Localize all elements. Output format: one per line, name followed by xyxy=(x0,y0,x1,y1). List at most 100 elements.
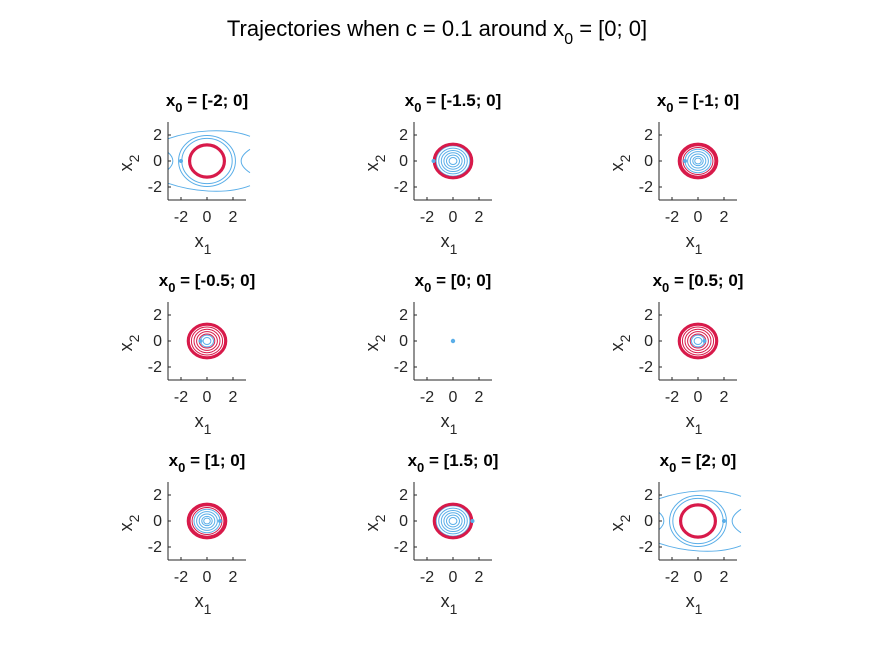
limit-cycle xyxy=(188,324,226,358)
y-tick-label: -2 xyxy=(639,359,653,376)
y-axis-label-subscript: 2 xyxy=(372,154,388,162)
y-axis-label-subscript: 2 xyxy=(617,334,633,342)
y-tick-label: 0 xyxy=(644,333,653,350)
y-tick-label: 2 xyxy=(644,127,653,144)
x-axis-label-subscript: 1 xyxy=(204,241,212,257)
inner-trajectory xyxy=(446,514,460,528)
y-axis-label-main: x xyxy=(607,162,627,171)
subplot-title-subscript: 0 xyxy=(417,460,424,475)
x-tick-label: -2 xyxy=(174,209,188,226)
subplot-title: x0 = [1.5; 0] xyxy=(408,451,499,475)
subplot-title-tail: = [0; 0] xyxy=(431,271,491,290)
y-axis-label-subscript: 2 xyxy=(372,334,388,342)
plot-area xyxy=(186,502,228,540)
figure-title-tail: = [0; 0] xyxy=(573,16,647,41)
subplot-title: x0 = [1; 0] xyxy=(169,451,246,475)
y-axis-label-subscript: 2 xyxy=(617,514,633,522)
y-axis-label-subscript: 2 xyxy=(372,514,388,522)
inner-trajectory xyxy=(446,154,460,168)
subplot-title: x0 = [2; 0] xyxy=(660,451,737,475)
x-tick-label: 2 xyxy=(229,569,238,586)
x-tick-label: 0 xyxy=(694,209,703,226)
inner-trajectory xyxy=(689,153,707,169)
y-tick-label: -2 xyxy=(148,359,162,376)
inner-trajectory xyxy=(687,151,709,171)
x-tick-label: 2 xyxy=(475,569,484,586)
y-tick-label: 0 xyxy=(153,153,162,170)
y-axis-label-main: x xyxy=(607,522,627,531)
inner-trajectory xyxy=(201,515,213,527)
subplot-title-subscript: 0 xyxy=(175,100,182,115)
converging-trajectory xyxy=(680,145,716,177)
inner-trajectory xyxy=(448,156,458,166)
subplot-title-tail: = [2; 0] xyxy=(676,451,736,470)
limit-cycle xyxy=(679,324,717,358)
limit-cycle xyxy=(188,504,226,538)
y-axis-label-subscript: 2 xyxy=(126,154,142,162)
limit-cycle xyxy=(189,144,225,178)
x-axis-label-subscript: 1 xyxy=(450,241,458,257)
outer-trajectory xyxy=(168,182,251,192)
y-tick-label: -2 xyxy=(639,179,653,196)
outer-trajectory xyxy=(659,511,665,531)
x-axis-label-subscript: 1 xyxy=(695,421,703,437)
y-axis-label: x2 xyxy=(362,154,388,171)
subplot-title-main: x xyxy=(169,451,179,470)
y-axis-label: x2 xyxy=(116,514,142,531)
inner-trajectory xyxy=(440,509,466,533)
figure-title-subscript: 0 xyxy=(564,31,573,48)
subplot-title-subscript: 0 xyxy=(662,280,669,295)
x-axis-label-main: x xyxy=(686,591,695,611)
subplot-title: x0 = [-1; 0] xyxy=(657,91,739,115)
outer-trajectory xyxy=(669,495,727,547)
x-axis-label-subscript: 1 xyxy=(204,421,212,437)
inner-trajectory xyxy=(203,517,211,525)
x-axis-label-main: x xyxy=(686,411,695,431)
x-axis-label: x1 xyxy=(195,411,212,437)
figure-title-main: Trajectories when c = 0.1 around x xyxy=(227,16,564,41)
x-axis-label: x1 xyxy=(441,411,458,437)
y-tick-label: 0 xyxy=(399,513,408,530)
equilibrium-point xyxy=(450,338,456,344)
subplot-title-subscript: 0 xyxy=(424,280,431,295)
subplot-title-main: x xyxy=(405,91,415,110)
y-tick-label: -2 xyxy=(394,359,408,376)
y-tick-label: 2 xyxy=(399,307,408,324)
y-tick-label: 2 xyxy=(644,307,653,324)
x-axis-label-main: x xyxy=(686,231,695,251)
y-axis-label: x2 xyxy=(607,514,633,531)
subplot-title-subscript: 0 xyxy=(669,460,676,475)
y-axis-label-subscript: 2 xyxy=(617,154,633,162)
inner-trajectory xyxy=(196,511,218,531)
x-tick-label: -2 xyxy=(665,569,679,586)
subplot-title-tail: = [1; 0] xyxy=(185,451,245,470)
start-point xyxy=(470,519,475,523)
y-tick-label: 0 xyxy=(153,333,162,350)
converging-trajectory xyxy=(189,505,225,537)
start-point xyxy=(431,159,436,163)
converging-trajectory xyxy=(684,328,712,354)
x-tick-label: 2 xyxy=(720,389,729,406)
x-axis-label-subscript: 1 xyxy=(695,601,703,617)
plot-area xyxy=(677,322,719,360)
y-tick-label: 0 xyxy=(399,153,408,170)
subplot-title-subscript: 0 xyxy=(178,460,185,475)
x-axis-label: x1 xyxy=(686,231,703,257)
outer-trajectory xyxy=(168,130,251,140)
outer-trajectory xyxy=(240,148,251,174)
y-axis-label-subscript: 2 xyxy=(126,514,142,522)
subplot-title: x0 = [0.5; 0] xyxy=(653,271,744,295)
x-tick-label: 0 xyxy=(694,569,703,586)
x-tick-label: 0 xyxy=(203,569,212,586)
y-axis-label-main: x xyxy=(116,522,136,531)
y-tick-label: 2 xyxy=(644,487,653,504)
x-tick-label: 2 xyxy=(720,569,729,586)
start-point xyxy=(722,519,726,523)
x-tick-label: 2 xyxy=(229,389,238,406)
y-tick-label: 0 xyxy=(153,513,162,530)
inner-trajectory xyxy=(694,157,702,165)
